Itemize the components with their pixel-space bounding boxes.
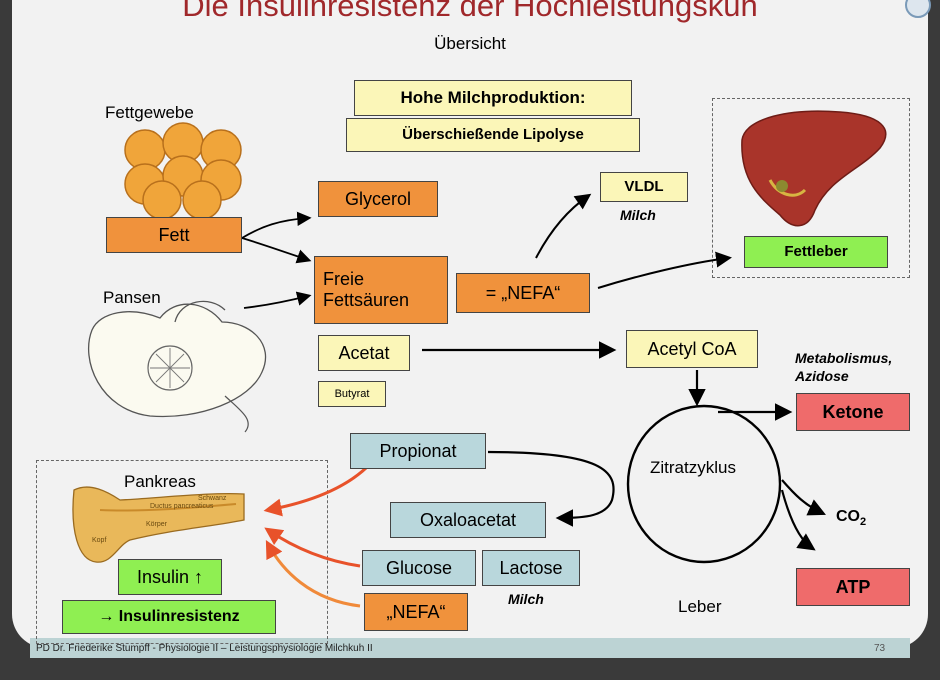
leber-label: Leber [678,597,722,616]
atp-box: ATP [796,568,910,606]
liver-frame [712,98,910,278]
zitratzyklus-label: Zitratzyklus [650,458,736,477]
metabolismus-label: Metabolismus, Azidose [795,350,893,384]
glucose-box: Glucose [362,550,476,586]
oxaloacetat-box: Oxaloacetat [390,502,546,538]
milch-vldl-label: Milch [620,207,656,223]
pankreas-label: Pankreas [124,472,196,491]
insulin-box: Insulin ↑ [118,559,222,595]
free-fatty-acids-box: Freie Fettsäuren [314,256,448,324]
fett-box: Fett [106,217,242,253]
vldl-box: VLDL [600,172,688,202]
milch-lactose-label: Milch [508,591,544,607]
lipolysis-box: Überschießende Lipolyse [346,118,640,152]
co2-main: CO [836,508,860,525]
nefa-box: „NEFA“ [364,593,468,631]
insulinresistenz-box: → Insulinresistenz [62,600,276,634]
fettgewebe-label: Fettgewebe [105,103,194,122]
ketone-box: Ketone [796,393,910,431]
pansen-label: Pansen [103,288,161,307]
fettleber-box: Fettleber [744,236,888,268]
co2-label: CO2 [836,508,866,528]
footer-author: PD Dr. Friederike Stumpff - Physiologie … [36,643,373,654]
lactose-box: Lactose [482,550,580,586]
production-box: Hohe Milchproduktion: [354,80,632,116]
slide-subtitle: Übersicht [434,34,506,53]
footer-page-number: 73 [874,643,886,654]
glycerol-box: Glycerol [318,181,438,217]
propionat-box: Propionat [350,433,486,469]
nefa-equals-box: = „NEFA“ [456,273,590,313]
butyrat-box: Butyrat [318,381,386,407]
slide-title: Die Insulinresistenz der Hochleistungsku… [182,0,758,23]
co2-subscript: 2 [860,516,867,529]
acetat-box: Acetat [318,335,410,371]
acetyl-coa-box: Acetyl CoA [626,330,758,368]
title-emblem-icon [905,0,931,18]
